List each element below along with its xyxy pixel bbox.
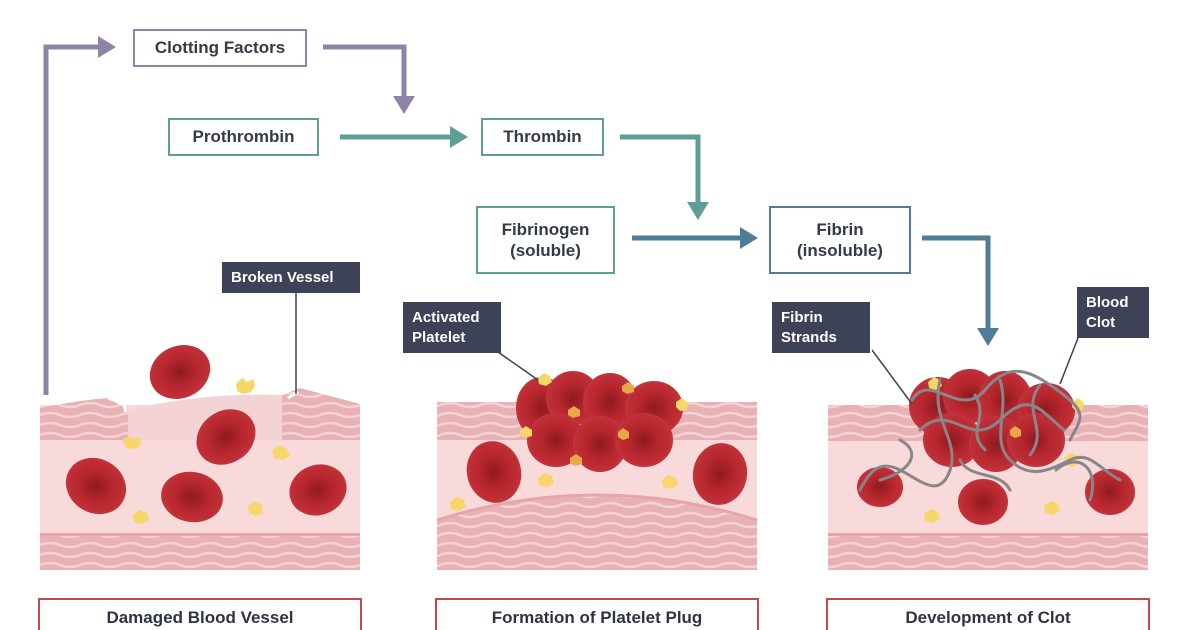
red-blood-cell <box>161 471 223 523</box>
thrombin-to-fibrin-arrow <box>620 134 701 202</box>
clot-caption: Development of Clot <box>826 598 1150 630</box>
platelet <box>570 454 582 466</box>
platelet <box>924 509 940 523</box>
fibrin-to-clot-arrowhead <box>977 328 999 346</box>
platelet <box>1044 501 1060 515</box>
vessel-wall-top <box>40 398 128 440</box>
vessel-wall-top-right <box>282 388 360 440</box>
vessel-wall-bottom <box>828 535 1148 570</box>
red-blood-cell <box>65 457 127 515</box>
platelet <box>248 501 263 516</box>
vessel-wall-edge <box>107 396 128 413</box>
vessel-wall-border <box>40 533 360 536</box>
damaged-vessel-caption: Damaged Blood Vessel <box>38 598 362 630</box>
thrombin-to-fibrin-arrowhead <box>687 202 709 220</box>
fibrin-strands-pointer <box>871 349 913 405</box>
fibrin-strands <box>858 369 1122 502</box>
platelet <box>618 428 629 440</box>
broken-vessel-label: Broken Vessel <box>222 262 360 293</box>
prothrombin-box: Prothrombin <box>168 118 319 156</box>
clotting-factors-box: Clotting Factors <box>133 29 307 67</box>
blood-clot-pointer <box>1059 337 1079 385</box>
damaged-vessel-panel <box>40 292 360 570</box>
fibrin-strands-label: Fibrin Strands <box>772 302 870 353</box>
red-blood-cell <box>958 479 1008 525</box>
clotting-factors-to-thrombin-arrowhead <box>393 96 415 114</box>
vessel-wall-border <box>436 493 758 522</box>
vessel-wall-border <box>828 533 1148 536</box>
platelet <box>122 436 141 449</box>
fibrinogen-to-fibrin-arrowhead <box>740 227 758 249</box>
platelet <box>1010 426 1021 438</box>
red-blood-cell <box>466 441 522 503</box>
clotting-factors-to-thrombin-arrow <box>323 44 407 96</box>
platelet <box>272 445 290 460</box>
platelet <box>676 398 688 411</box>
platelet <box>622 382 634 394</box>
activated-platelet-pointer <box>497 351 539 381</box>
fibrinogen-box: Fibrinogen (soluble) <box>476 206 615 274</box>
red-blood-cell <box>149 345 211 399</box>
platelet <box>568 406 580 418</box>
clot-panel <box>828 337 1148 570</box>
fibrin-to-clot-arrow <box>922 235 991 328</box>
red-blood-cell <box>615 413 673 467</box>
red-blood-cell <box>289 464 347 516</box>
red-blood-cell <box>1085 469 1135 515</box>
prothrombin-to-thrombin-arrowhead <box>450 126 468 148</box>
vessel-wall-bottom <box>437 495 757 570</box>
platelet <box>236 378 255 394</box>
platelet <box>662 475 678 489</box>
vessel-wall-bottom <box>40 535 360 570</box>
red-blood-cell <box>196 409 256 465</box>
platelet <box>133 510 149 524</box>
clotting-factors-feedback-arrow <box>43 44 100 395</box>
platelet <box>538 373 552 386</box>
thrombin-box: Thrombin <box>481 118 604 156</box>
platelet-plug-panel <box>436 351 758 570</box>
clotting-factors-feedback-arrowhead <box>98 36 116 58</box>
platelet <box>520 426 532 438</box>
platelet-plug-caption: Formation of Platelet Plug <box>435 598 759 630</box>
red-blood-cell <box>692 443 748 505</box>
fibrin-box: Fibrin (insoluble) <box>769 206 911 274</box>
activated-platelet-label: Activated Platelet <box>403 302 501 353</box>
platelet <box>450 497 466 511</box>
platelet <box>538 473 554 487</box>
blood-clot-label: Blood Clot <box>1077 287 1149 338</box>
